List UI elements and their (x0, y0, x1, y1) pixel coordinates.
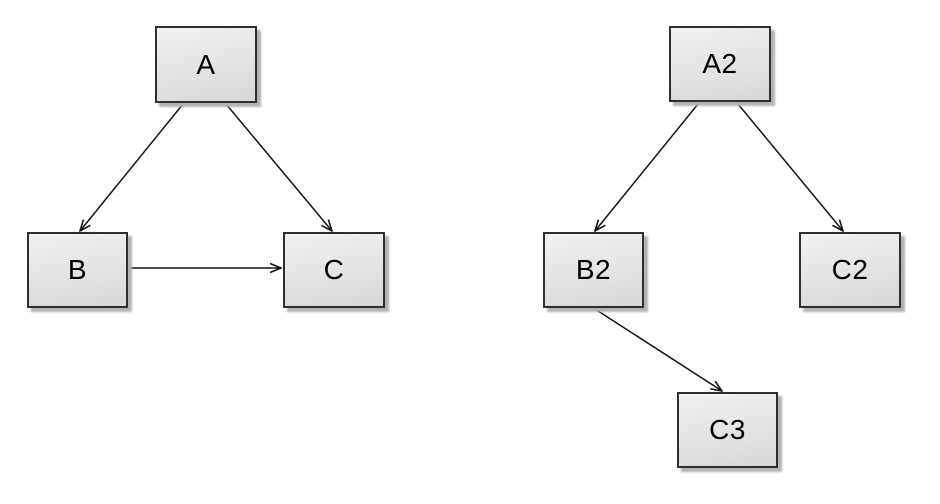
node-label: B (67, 254, 88, 285)
node-label: C2 (831, 254, 869, 285)
node-C3[interactable]: C3 (677, 392, 778, 468)
node-label: C (323, 254, 345, 285)
edge-A-C[interactable] (225, 103, 332, 231)
edge-A2-C2[interactable] (737, 103, 843, 231)
node-label: A2 (702, 48, 738, 79)
node-label: B2 (575, 254, 612, 285)
node-A[interactable]: A (155, 26, 257, 103)
node-C2[interactable]: C2 (799, 232, 901, 308)
edge-A2-B2[interactable] (595, 103, 699, 231)
node-A2[interactable]: A2 (669, 26, 771, 102)
edge-A-B[interactable] (80, 103, 184, 231)
node-label: A (196, 48, 216, 80)
node-label: C3 (709, 414, 746, 445)
node-B[interactable]: B (27, 232, 128, 308)
edge-B2-C3[interactable] (594, 308, 722, 391)
node-C[interactable]: C (283, 232, 385, 308)
node-B2[interactable]: B2 (543, 232, 644, 308)
